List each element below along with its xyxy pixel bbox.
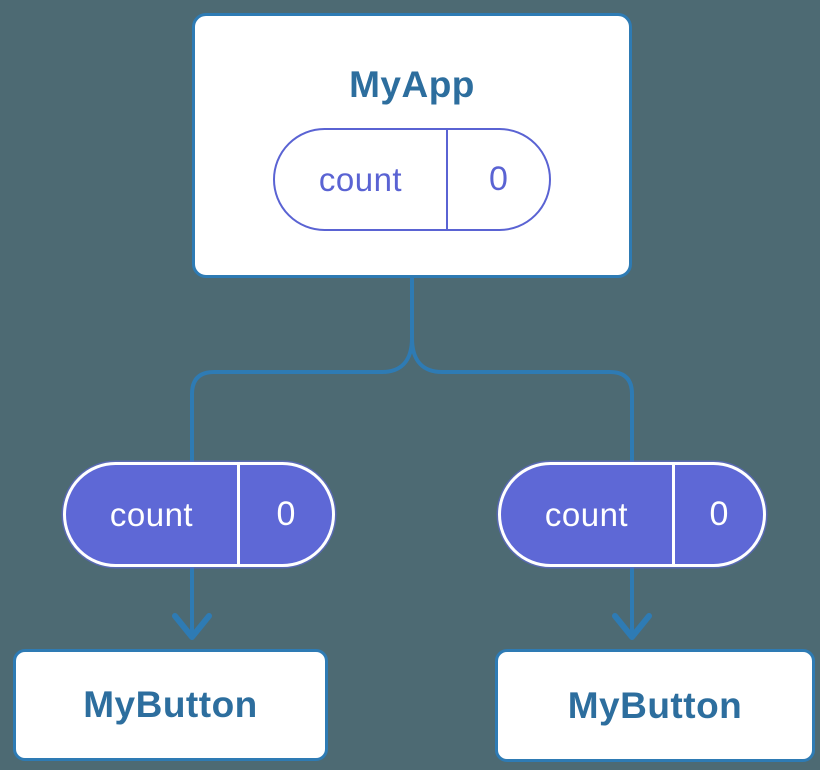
prop-pill-left: count 0 <box>63 462 335 567</box>
state-name: count <box>318 160 403 198</box>
state-value: 0 <box>489 160 508 198</box>
prop-value: 0 <box>709 495 729 533</box>
prop-pill-right: count 0 <box>498 462 766 567</box>
component-card-child-right: MyButton <box>495 649 815 762</box>
component-title: MyApp <box>349 64 475 105</box>
prop-value: 0 <box>276 495 296 533</box>
state-pill: count 0 <box>273 128 551 231</box>
pill-divider <box>672 465 675 564</box>
pill-divider <box>446 130 448 229</box>
component-title: MyButton <box>567 684 743 726</box>
prop-name: count <box>544 495 629 533</box>
arrowhead-left-icon <box>172 613 212 640</box>
arrowhead-right-icon <box>612 613 652 640</box>
component-card-child-left: MyButton <box>13 649 328 761</box>
pill-divider <box>237 465 240 564</box>
component-title: MyButton <box>83 684 258 725</box>
connector-branch-right <box>410 337 634 634</box>
connector-branch-left <box>190 337 414 634</box>
component-card-root: MyApp count 0 <box>192 13 632 278</box>
prop-name: count <box>109 495 194 533</box>
